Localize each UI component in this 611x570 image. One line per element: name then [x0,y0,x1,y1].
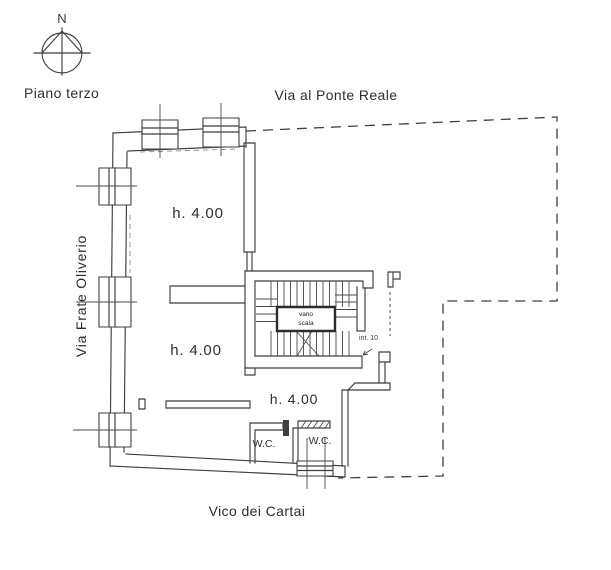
stairwell-label-line2: scala [298,320,314,327]
floor-title: Piano terzo [24,85,100,101]
room1-height-label: h. 4.00 [172,205,224,222]
window-symbols [73,103,334,489]
north-compass-icon [33,27,91,76]
street-name-top: Via al Ponte Reale [274,87,398,103]
stairwell-label: vano scala [278,308,334,330]
wc-left-label: W.C. [252,438,276,450]
dashed-boundary [245,116,558,479]
street-name-bottom: Vico dei Cartai [208,503,306,519]
wc-right-label: W.C. [308,435,332,447]
street-name-left: Via Frate Oliverio [73,234,89,358]
apartment-number-label: int. 10 [359,335,379,342]
room2-height-label: h. 4.00 [170,342,222,359]
room3-height-label: h. 4.00 [269,391,319,407]
stairwell-label-line1: vano [298,310,314,318]
compass-north-label: N [57,11,67,26]
staircase [244,270,374,376]
wc-partitions [249,420,331,464]
